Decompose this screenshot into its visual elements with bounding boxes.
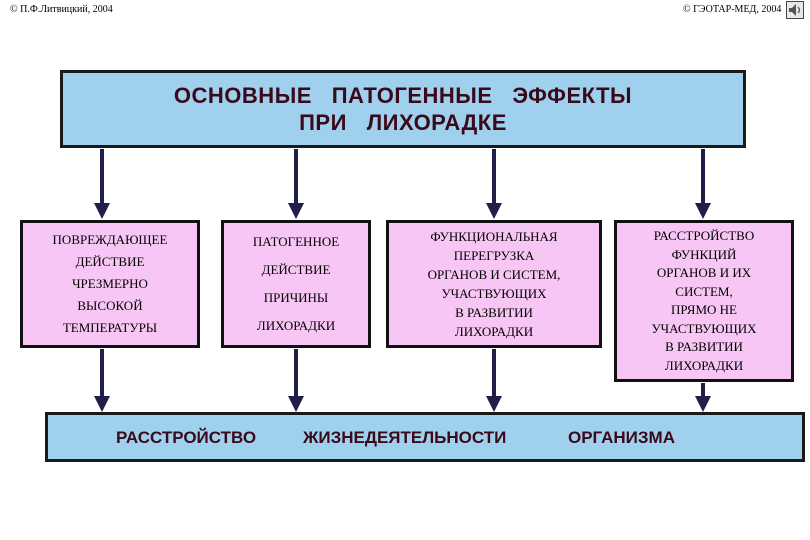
box-line: ОРГАНОВ И ИХ [656,265,752,280]
copyright-left: © П.Ф.Литвицкий, 2004 [10,4,113,15]
result-word-1: РАССТРОЙСТВО [116,428,257,447]
box-line: ВЫСОКОЙ [77,298,143,313]
box-line: ЛИХОРАДКИ [454,324,534,339]
title-line-1: ОСНОВНЫЕ ПАТОГЕННЫЕ ЭФФЕКТЫ [173,83,633,108]
copyright-right: © ГЭОТАР-МЕД, 2004 [683,4,782,15]
effect-box-functional-overload: ФУНКЦИОНАЛЬНАЯ ПЕРЕГРУЗКА ОРГАНОВ И СИСТ… [386,220,602,348]
box-line: РАССТРОЙСТВО [653,228,755,243]
box-line: УЧАСТВУЮЩИХ [441,286,547,301]
box-line: ПЕРЕГРУЗКА [453,248,535,263]
effect-box-function-disorder: РАССТРОЙСТВО ФУНКЦИЙ ОРГАНОВ И ИХ СИСТЕМ… [614,220,794,382]
box-line: ПРИЧИНЫ [263,290,329,305]
box-line: ФУНКЦИОНАЛЬНАЯ [430,229,558,244]
result-word-2: ЖИЗНЕДЕЯТЕЛЬНОСТИ [303,428,507,447]
box-line: ФУНКЦИЙ [671,246,737,262]
result-word-3: ОРГАНИЗМА [568,428,675,447]
title-line-2: ПРИ ЛИХОРАДКЕ [299,110,507,135]
speaker-nav-icon[interactable] [786,1,804,19]
box-line: ЛИХОРАДКИ [664,357,744,373]
box-line: СИСТЕМ, [675,283,733,299]
box-line: ДЕЙСТВИЕ [261,262,331,277]
box-line: В РАЗВИТИИ [455,305,533,320]
box-line: ПАТОГЕННОЕ [252,234,340,249]
box-line: В РАЗВИТИИ [665,339,743,354]
box-line: ТЕМПЕРАТУРЫ [62,320,158,335]
box-line: ЧРЕЗМЕРНО [72,276,148,291]
box-line: ПОВРЕЖДАЮЩЕЕ [52,232,168,247]
box-line: УЧАСТВУЮЩИХ [651,320,757,336]
effect-box-pathogenic-cause: ПАТОГЕННОЕ ДЕЙСТВИЕ ПРИЧИНЫ ЛИХОРАДКИ [221,220,371,348]
box-line: ЛИХОРАДКИ [256,318,336,333]
title-box: ОСНОВНЫЕ ПАТОГЕННЫЕ ЭФФЕКТЫ ПРИ ЛИХОРАДК… [60,70,746,148]
result-box: РАССТРОЙСТВО ЖИЗНЕДЕЯТЕЛЬНОСТИ ОРГАНИЗМА [45,412,805,462]
box-line: ПРЯМО НЕ [671,302,737,317]
effect-box-damaging-temperature: ПОВРЕЖДАЮЩЕЕ ДЕЙСТВИЕ ЧРЕЗМЕРНО ВЫСОКОЙ … [20,220,200,348]
box-line: ОРГАНОВ И СИСТЕМ, [427,267,561,282]
box-line: ДЕЙСТВИЕ [75,254,145,269]
